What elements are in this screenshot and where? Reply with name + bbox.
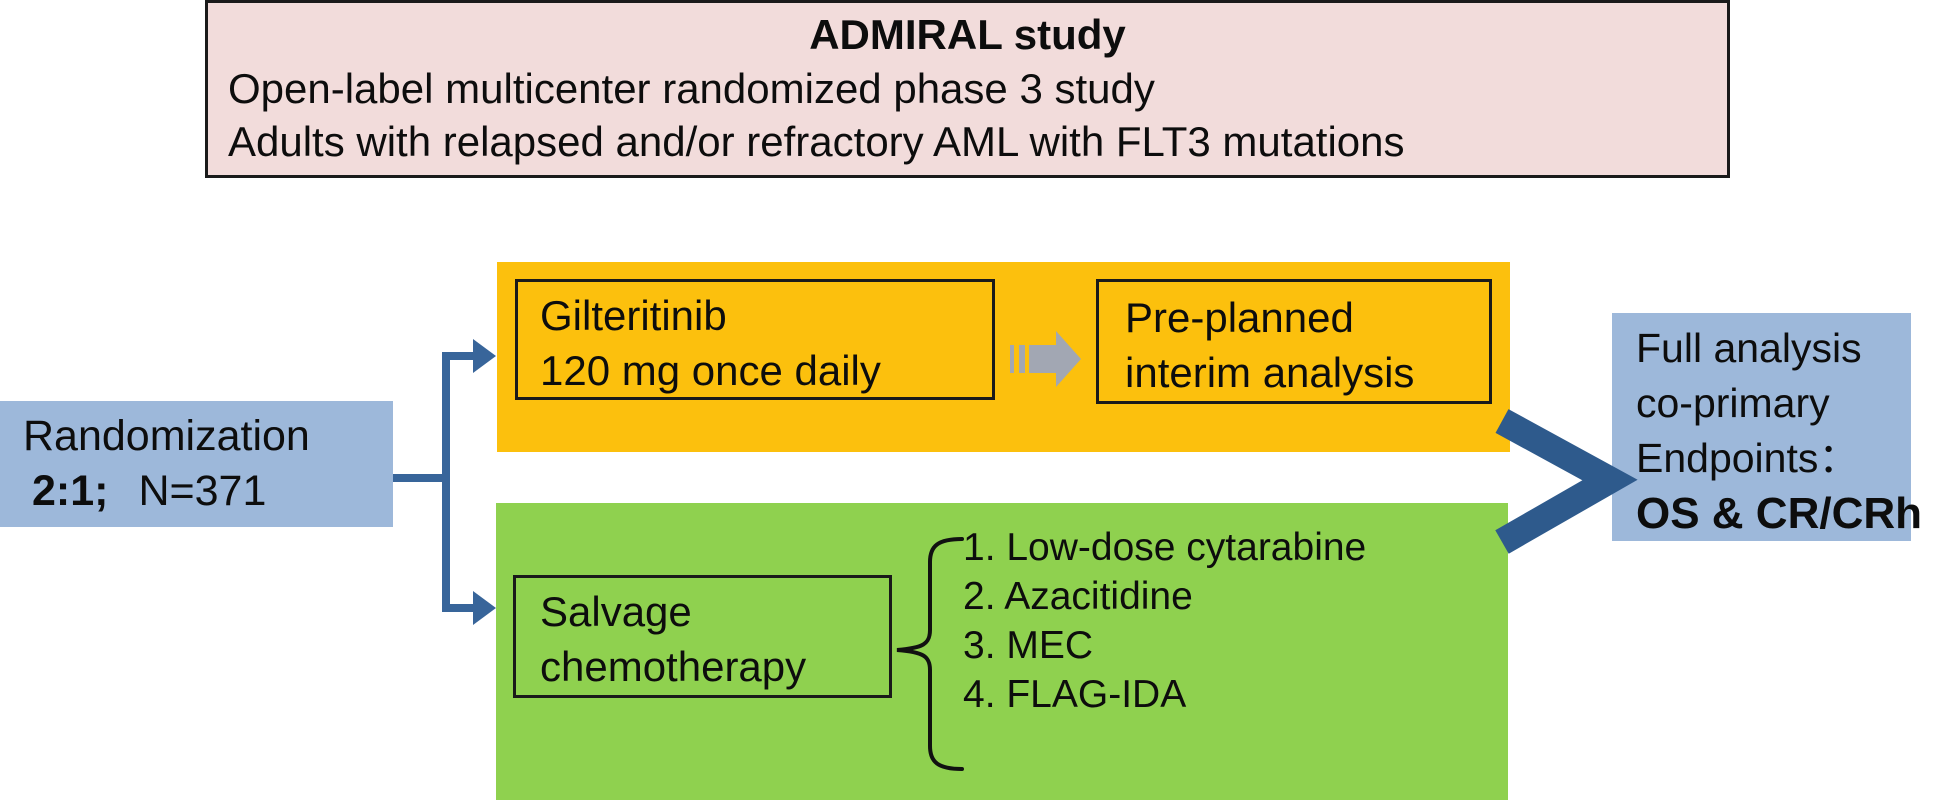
interim-line-1: Pre-planned	[1125, 294, 1354, 341]
study-desc-line-2: Adults with relapsed and/or refractory A…	[228, 118, 1405, 165]
endpoints-line-2: co-primary	[1636, 380, 1830, 426]
gilteritinib-drug-name: Gilteritinib	[540, 292, 727, 339]
merge-chevron-icon	[1495, 409, 1638, 554]
endpoints-coprimary: OS & CR/CRh	[1636, 489, 1922, 538]
interim-analysis-box: Pre-planned interim analysis	[1096, 279, 1492, 404]
branch-arrow-connector-icon	[393, 339, 496, 625]
gilteritinib-box: Gilteritinib 120 mg once daily	[515, 279, 995, 400]
study-desc-line-1: Open-label multicenter randomized phase …	[228, 65, 1155, 112]
salvage-options-list: 1. Low-dose cytarabine 2. Azacitidine 3.…	[963, 523, 1366, 719]
salvage-option-3: 3. MEC	[963, 624, 1094, 667]
endpoints-line-1: Full analysis	[1636, 325, 1862, 371]
randomization-box: Randomization 2:1; N=371	[0, 401, 393, 527]
endpoints-box: Full analysis co-primary Endpoints： OS &…	[1612, 313, 1922, 541]
salvage-arm-panel: Salvage chemotherapy	[496, 503, 1508, 800]
randomization-ratio: 2:1;	[32, 467, 109, 515]
salvage-chemo-box: Salvage chemotherapy	[513, 575, 892, 698]
gilteritinib-dose: 120 mg once daily	[540, 347, 881, 394]
salvage-option-1: 1. Low-dose cytarabine	[963, 526, 1367, 569]
randomization-n: N=371	[138, 467, 267, 515]
salvage-line-1: Salvage	[540, 588, 692, 635]
salvage-option-2: 2. Azacitidine	[963, 575, 1193, 618]
interim-line-2: interim analysis	[1125, 349, 1415, 396]
randomization-details: 2:1; N=371	[23, 464, 393, 519]
salvage-option-4: 4. FLAG-IDA	[963, 673, 1187, 716]
randomization-label: Randomization	[23, 412, 310, 460]
salvage-line-2: chemotherapy	[540, 643, 807, 690]
endpoints-line-3: Endpoints：	[1636, 435, 1860, 481]
study-title: ADMIRAL study	[809, 11, 1126, 58]
gilteritinib-arm-panel: Gilteritinib 120 mg once daily Pre-plann…	[497, 262, 1510, 452]
study-header-box: ADMIRAL study Open-label multicenter ran…	[205, 0, 1730, 178]
